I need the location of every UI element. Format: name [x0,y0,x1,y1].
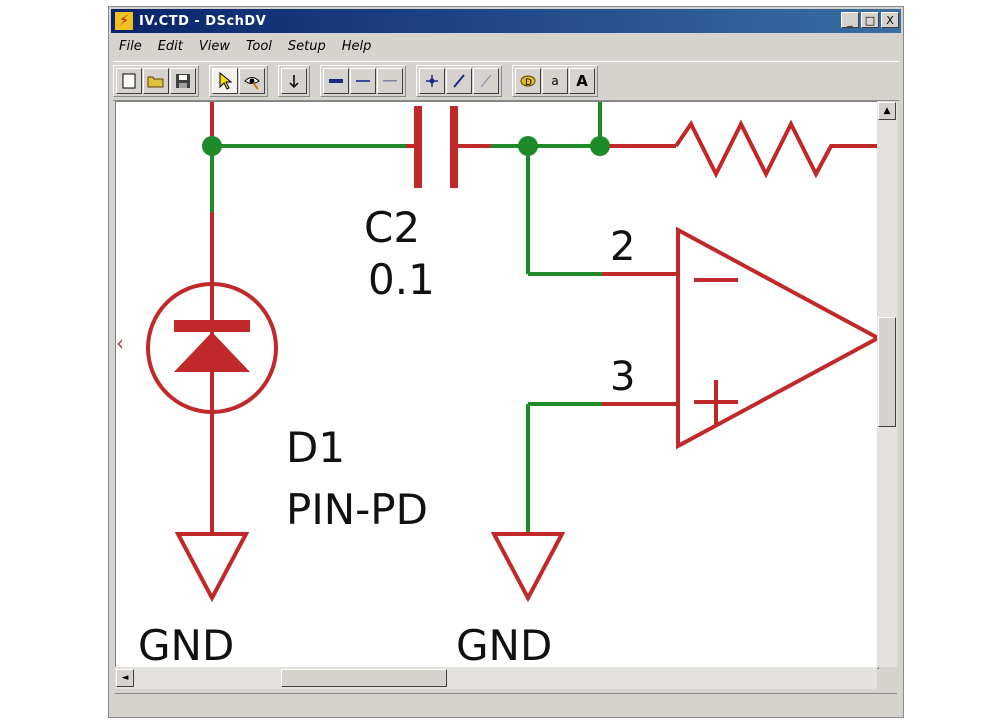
menu-view[interactable]: View [198,38,231,54]
horizontal-scroll-thumb[interactable] [281,669,447,687]
diode-triangle [174,332,250,372]
file-tools [113,65,199,97]
diode-ref: D1 [286,423,345,472]
ground-label-right: GND [456,621,552,668]
scroll-up-button[interactable]: ▲ [878,102,896,120]
save-button[interactable] [170,68,196,94]
capacitor-ref: C2 [364,203,420,252]
ground-symbol-left [174,532,250,603]
window-title: IV.CTD - DSchDV [139,13,267,29]
window-controls: _ □ X [841,12,899,28]
diode-circle [146,282,278,414]
wire-thin-icon [356,80,370,82]
pin-tools [278,65,310,97]
schematic-drawing: C2 0.1 ‹ D1 PIN-PD GND 2 3 [116,102,878,668]
text-button[interactable]: A [569,68,595,94]
wire-thick-button[interactable] [323,68,349,94]
wire-dashed-icon [383,80,397,82]
pointer-icon [219,72,232,90]
minimize-button[interactable]: _ [841,12,859,28]
zoom-button[interactable] [239,68,265,94]
select-tools [209,65,268,97]
text-tool-text: A [576,72,588,90]
line-button[interactable] [446,68,472,94]
open-icon [147,76,164,88]
ground-label-left: GND [138,621,234,668]
pointer-button[interactable] [212,68,238,94]
label-tool-text: a [551,74,559,88]
line-icon [453,74,465,88]
wire-tools [320,65,406,97]
menu-tool[interactable]: Tool [246,38,272,54]
wire-thin-button[interactable] [350,68,376,94]
maximize-button[interactable]: □ [861,12,879,28]
new-button[interactable] [116,68,142,94]
junction-button[interactable] [419,68,445,94]
horizontal-scrollbar[interactable]: ◄ [115,667,877,689]
close-button[interactable]: X [881,12,899,28]
menu-edit[interactable]: Edit [157,38,183,54]
arrow-fragment: ‹ [116,331,124,355]
label-button[interactable]: a [542,68,568,94]
schematic-canvas[interactable]: C2 0.1 ‹ D1 PIN-PD GND 2 3 [115,101,879,669]
junction-icon [426,75,438,87]
diode-value: PIN-PD [286,485,428,534]
pin-icon [289,75,299,89]
svg-text:D: D [525,78,532,88]
vertical-scrollbar[interactable]: ▲ [877,101,897,667]
scroll-left-button[interactable]: ◄ [116,669,134,687]
schematic-editor-window: ⚡ IV.CTD - DSchDV _ □ X File Edit View T… [108,6,904,718]
capacitor-value: 0.1 [368,255,435,304]
line-light-button[interactable] [473,68,499,94]
menu-file[interactable]: File [119,38,142,54]
annotation-tools: D a A [512,65,598,97]
toolbar: D a A [113,61,899,101]
menu-help[interactable]: Help [341,38,372,54]
app-icon: ⚡ [115,12,133,30]
wire-thick-icon [329,79,343,83]
title-bar[interactable]: ⚡ IV.CTD - DSchDV _ □ X [111,9,901,33]
ground-symbol-right [490,532,566,603]
zoom-icon [244,77,260,90]
vertical-scroll-thumb[interactable] [878,317,896,427]
open-button[interactable] [143,68,169,94]
menu-setup[interactable]: Setup [287,38,326,54]
draw-tools [416,65,502,97]
new-icon [122,73,136,89]
pin-label-2: 2 [610,224,635,270]
part-icon: D [520,75,536,88]
diode-cathode-bar [174,320,250,332]
pin-label-3: 3 [610,354,635,400]
junction-mid [518,136,538,156]
save-icon [176,74,190,88]
line-light-icon [480,74,492,88]
junction-right [590,136,610,156]
wire-dashed-button[interactable] [377,68,403,94]
menu-bar: File Edit View Tool Setup Help [113,35,381,57]
junction-left [202,136,222,156]
resistor [674,119,878,179]
pin-button[interactable] [281,68,307,94]
opamp-triangle [676,226,878,450]
part-button[interactable]: D [515,68,541,94]
status-bar [115,693,897,714]
